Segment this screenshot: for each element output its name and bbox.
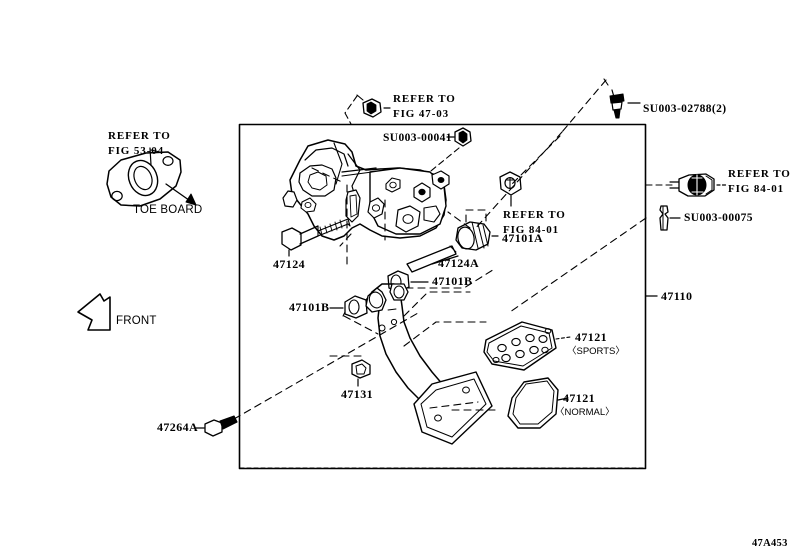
pedal-pad-attached: [413, 371, 493, 445]
dash-fig-47-03: [344, 95, 358, 125]
dash-pad-mid: [403, 321, 487, 347]
pedal-support-bracket: [282, 139, 450, 241]
leader-fig-53-04: [149, 147, 152, 166]
part-47121-sports-variant-label: 〈SPORTS〉: [567, 346, 625, 357]
leader-47121-sports: [555, 336, 571, 340]
su003-00075-label: SU003-00075: [684, 212, 753, 224]
part-47101b-left-bushing: [342, 295, 368, 319]
part-47124a-pin: [406, 245, 457, 273]
part-47101b-upper-label: 47101B: [432, 274, 473, 288]
front-direction-label: FRONT: [116, 315, 157, 327]
dash-bracket-up: [311, 167, 345, 184]
part-47110-label: 47110: [661, 289, 693, 303]
part-47121-normal-label: 47121: [563, 391, 595, 405]
part-fig-47-03-clip: [356, 94, 382, 118]
leader-47124a: [431, 255, 459, 265]
diagram-corner-code: 47A453: [752, 538, 788, 549]
part-47101b-left-label: 47101B: [289, 300, 330, 314]
part-47101a-bushing: [455, 221, 491, 251]
part-47121-normal-pad: [507, 377, 559, 429]
part-47131-clip: [351, 359, 371, 379]
dash-pedalarm-right: [405, 267, 497, 289]
su003-00041-label: SU003-00041: [383, 132, 452, 144]
part-47124-label: 47124: [273, 257, 305, 271]
leader-47121-normal: [557, 397, 569, 401]
part-47121-normal-variant-label: 〈NORMAL〉: [555, 407, 615, 418]
dash-pad-guide: [403, 291, 471, 317]
mount-plug-fig-84-01: [499, 171, 522, 196]
part-47101a-label: 47101A: [502, 231, 544, 245]
part-su003-02788-screw: [603, 78, 625, 119]
part-47124a-label: 47124A: [438, 256, 480, 270]
dash-pad-attached-up: [429, 401, 479, 409]
dash-switch-long: [509, 217, 647, 313]
front-arrow-icon: [77, 293, 111, 331]
part-47264a-pin: [204, 415, 238, 437]
dash-bracket-diag: [339, 233, 352, 247]
part-stop-lamp-switch: [669, 173, 715, 197]
su003-02788-label: SU003-02788(2): [643, 103, 727, 115]
toe-board-label: TOE BOARD: [133, 204, 203, 216]
part-47131-label: 47131: [341, 387, 373, 401]
arrow-toe-board: [165, 183, 197, 206]
part-su003-00041-nut: [454, 127, 472, 147]
dash-arm-lower: [343, 315, 379, 335]
part-47124-bolt: [281, 218, 351, 251]
part-47121-sports-label: 47121: [575, 330, 607, 344]
dash-top-long: [473, 131, 563, 231]
toe-board-flange: [106, 149, 182, 207]
brake-pedal-arm: [365, 283, 451, 401]
part-47264a-label: 47264A: [157, 420, 199, 434]
part-47121-sports-pad: [483, 321, 557, 371]
dash-47101a-to-arm: [447, 211, 471, 229]
part-su003-00075-clip: [659, 205, 669, 231]
